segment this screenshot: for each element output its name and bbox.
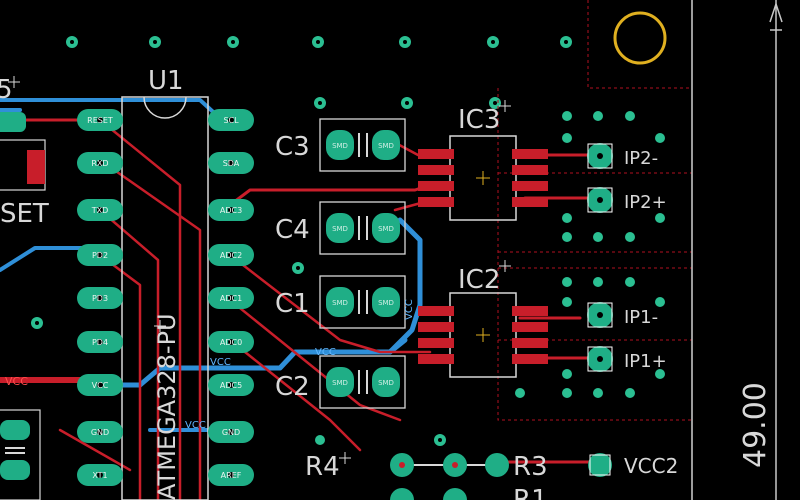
u1-pin-left-label: RXD — [91, 159, 108, 168]
u1-pin-left-9[interactable]: XT1 — [77, 464, 123, 486]
mounting-hole — [613, 11, 667, 65]
c2-designator: C2 — [275, 372, 310, 402]
ip2-plus-pad[interactable] — [587, 187, 613, 213]
u1-pin-right-3[interactable]: ADC3 — [208, 199, 254, 221]
u1-pin-left-7[interactable]: VCC — [77, 374, 123, 396]
ip1-plus-pad[interactable] — [587, 346, 613, 372]
net-label-vcc-red: VCC — [5, 375, 28, 388]
ic3-package[interactable] — [418, 135, 548, 221]
u1-pin-left-label: VCC — [92, 381, 109, 390]
cap-pad-label-left: SMD — [332, 299, 348, 307]
cap-pad-label-left: SMD — [332, 225, 348, 233]
cap-pad-label-left: SMD — [332, 142, 348, 150]
net-label-vcc-1: VCC — [210, 357, 231, 368]
ip1-minus-pad[interactable] — [587, 302, 613, 328]
u1-pin-left-label: PD4 — [92, 338, 108, 347]
u1-pin-left-2[interactable]: RXD — [77, 152, 123, 174]
net-label-vcc-2: VCC — [315, 347, 336, 358]
u1-pin-left-6[interactable]: PD4 — [77, 331, 123, 353]
u1-pin-right-6[interactable]: ADC0 — [208, 331, 254, 353]
u1-pin-left-4[interactable]: PD2 — [77, 244, 123, 266]
u1-pin-right-4[interactable]: ADC2 — [208, 244, 254, 266]
ic2-package[interactable] — [418, 292, 548, 378]
r1-designator: R1 — [513, 485, 548, 500]
u1-pin-left-label: RESET — [87, 116, 113, 125]
c3-designator: C3 — [275, 132, 310, 162]
u1-pin-right-label: ADC1 — [220, 294, 242, 303]
r3-designator: R3 — [513, 452, 548, 482]
u1-pin-left-label: PD3 — [92, 294, 108, 303]
board-outline — [497, 0, 692, 421]
u1-pin-left-1[interactable]: RESET — [77, 109, 123, 131]
ic2-designator: IC2 — [458, 265, 500, 295]
net-label-vcc-4: VCC — [185, 420, 206, 431]
u1-pin-right-label: ADC2 — [220, 251, 242, 260]
u1-pin-left-5[interactable]: PD3 — [77, 287, 123, 309]
ic3-designator: IC3 — [458, 105, 500, 135]
ip1-minus-label: IP1- — [624, 307, 658, 328]
capacitor-c4[interactable]: SMD SMD — [319, 201, 406, 255]
u1-pin-right-label: GND — [222, 428, 240, 437]
cap-pad-label-right: SMD — [378, 379, 394, 387]
ip-pads[interactable] — [587, 143, 613, 372]
reset-switch[interactable] — [0, 112, 46, 191]
u1-pin-right-5[interactable]: ADC1 — [208, 287, 254, 309]
u1-pin-right-8[interactable]: GND — [208, 421, 254, 443]
u1-pin-right-label: AREF — [221, 471, 242, 480]
u1-pin-right-2[interactable]: SDA — [208, 152, 254, 174]
vcc2-label: VCC2 — [624, 454, 678, 478]
u1-pin-right-9[interactable]: AREF — [208, 464, 254, 486]
u1-pin-left-8[interactable]: GND — [77, 421, 123, 443]
ip2-minus-label: IP2- — [624, 148, 658, 169]
ip2-minus-pad[interactable] — [587, 143, 613, 169]
u1-pin-right-1[interactable]: SCL — [208, 109, 254, 131]
u1-pin-right-label: ADC0 — [220, 338, 242, 347]
origin-markers — [8, 76, 511, 464]
u1-pin-right-label: SDA — [223, 159, 240, 168]
ip2-plus-label: IP2+ — [624, 192, 667, 213]
u1-pin-right-label: ADC5 — [220, 381, 242, 390]
u1-part-label: ATMEGA328-PU — [153, 313, 181, 500]
u1-pin-left-label: TXD — [91, 206, 109, 215]
u1-pin-left-label: PD2 — [92, 251, 108, 260]
u1-pin-right-label: ADC3 — [220, 206, 242, 215]
left-partial-component[interactable] — [0, 409, 41, 500]
r4-designator: R4 — [305, 452, 340, 482]
dimension-value: 49.00 — [738, 382, 773, 468]
u1-pin-right-7[interactable]: ADC5 — [208, 374, 254, 396]
dimension-annotation — [769, 0, 783, 500]
ip1-plus-label: IP1+ — [624, 351, 667, 372]
u1-pin-left-label: XT1 — [92, 471, 107, 480]
u1-designator: U1 — [148, 66, 184, 96]
capacitor-c1[interactable]: SMD SMD — [319, 275, 406, 329]
resistor-pads[interactable] — [390, 453, 612, 500]
capacitor-c2[interactable]: SMD SMD — [319, 355, 406, 409]
u1-pin-left-3[interactable]: TXD — [77, 199, 123, 221]
cap-pad-label-right: SMD — [378, 299, 394, 307]
u1-pin-left-label: GND — [91, 428, 109, 437]
c1-designator: C1 — [275, 289, 310, 319]
u1-pin-right-label: SCL — [223, 116, 239, 125]
reset-prefix-label: 5 — [0, 75, 13, 105]
reset-label: SET — [0, 199, 49, 229]
cap-pad-label-right: SMD — [378, 142, 394, 150]
net-label-vcc-3: VCC — [404, 299, 415, 320]
cap-pad-label-left: SMD — [332, 379, 348, 387]
c4-designator: C4 — [275, 215, 310, 245]
cap-pad-label-right: SMD — [378, 225, 394, 233]
capacitor-c3[interactable]: SMD SMD — [319, 118, 406, 172]
